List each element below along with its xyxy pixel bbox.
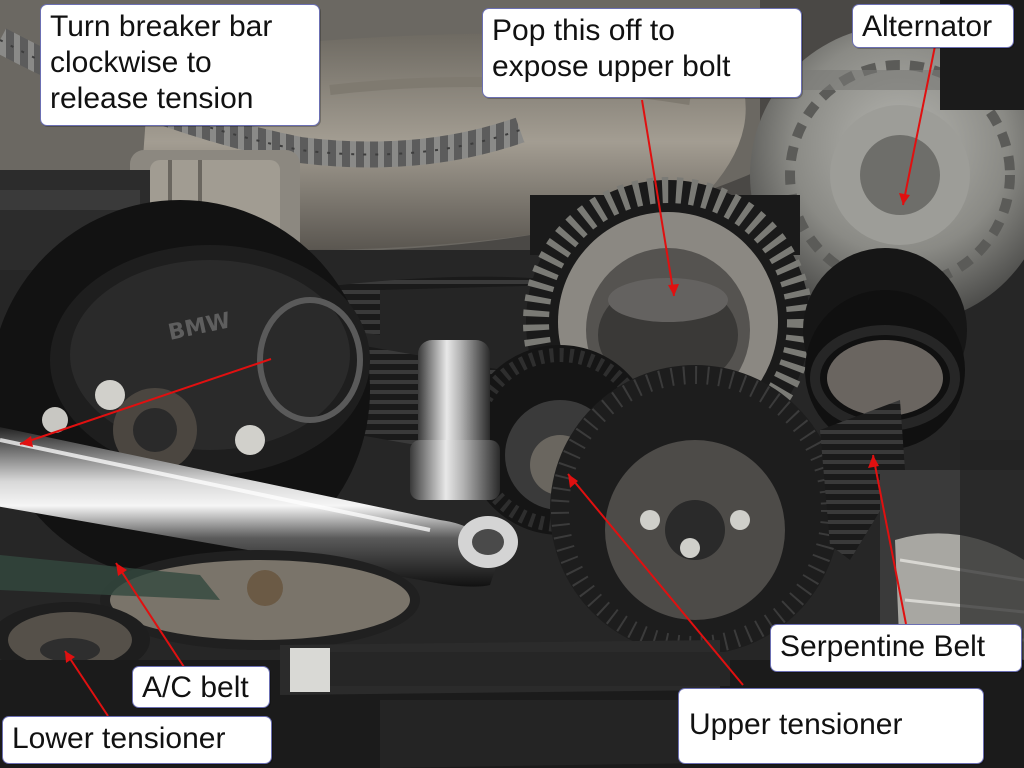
pop-off-callout: Pop this off to expose upper bolt <box>482 8 802 98</box>
upper-tensioner-callout: Upper tensioner <box>678 688 984 764</box>
serpentine-belt-callout: Serpentine Belt <box>770 624 1022 672</box>
alternator-callout: Alternator <box>852 4 1014 48</box>
ac-belt-callout: A/C belt <box>132 666 270 708</box>
breaker-bar-callout: Turn breaker bar clockwise to release te… <box>40 4 320 126</box>
lower-tensioner-callout: Lower tensioner <box>2 716 272 764</box>
